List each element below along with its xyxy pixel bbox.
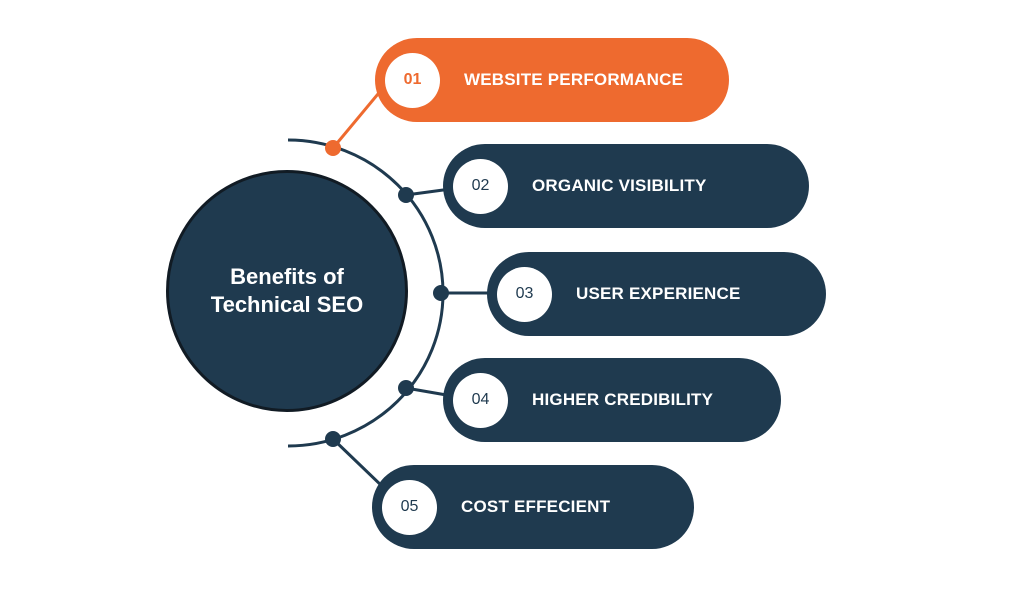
benefit-label-01: WEBSITE PERFORMANCE	[464, 70, 684, 89]
benefit-item-04: 04 HIGHER CREDIBILITY	[443, 358, 781, 442]
benefit-label-03: USER EXPERIENCE	[576, 284, 741, 303]
benefit-label-04: HIGHER CREDIBILITY	[532, 390, 714, 409]
connector-dot-03	[433, 285, 449, 301]
connector-dot-01	[325, 140, 341, 156]
connector-line-01	[331, 87, 385, 149]
benefit-label-05: COST EFFECIENT	[461, 497, 611, 516]
connector-dot-05	[325, 431, 341, 447]
benefit-item-03: 03 USER EXPERIENCE	[487, 252, 826, 336]
connector-line-05	[331, 437, 385, 489]
connector-dot-02	[398, 187, 414, 203]
benefit-number-04: 04	[453, 372, 508, 428]
benefit-item-02: 02 ORGANIC VISIBILITY	[443, 144, 809, 228]
benefit-item-05: 05 COST EFFECIENT	[372, 465, 694, 549]
center-circle: Benefits of Technical SEO	[166, 170, 408, 412]
benefit-number-02: 02	[453, 158, 508, 214]
benefit-number-01: 01	[385, 52, 440, 108]
center-title: Benefits of Technical SEO	[210, 264, 364, 317]
benefit-item-01: 01 WEBSITE PERFORMANCE	[375, 38, 729, 122]
connector-dot-04	[398, 380, 414, 396]
benefit-label-02: ORGANIC VISIBILITY	[532, 176, 707, 195]
benefit-number-05: 05	[382, 479, 437, 535]
benefit-number-03: 03	[497, 266, 552, 322]
